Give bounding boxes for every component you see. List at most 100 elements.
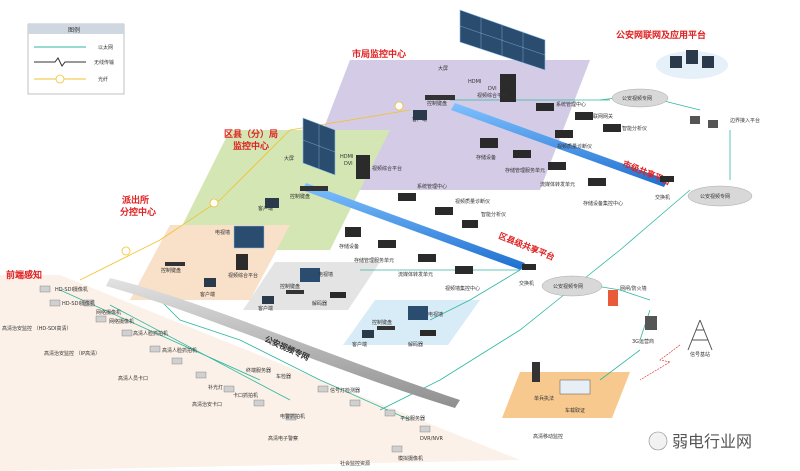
front-group-label: 社会监控资源 xyxy=(340,460,370,467)
body-camera-icon xyxy=(532,362,540,382)
firewall-label: 网闸/防火墙 xyxy=(620,285,647,292)
border-platform-label: 边界接入平台 xyxy=(730,117,760,124)
station-center-title-1: 派出所 xyxy=(122,194,149,206)
front-cam-label: 卡口抓拍机 xyxy=(233,392,258,399)
district-center-title-2: 监控中心 xyxy=(233,140,269,152)
cloud-label: 公安视频专网 xyxy=(553,283,583,290)
station2-label: 客户端 xyxy=(258,305,273,312)
watermark: 弱电行业网 xyxy=(648,431,752,451)
front-group-label: 高清治安监控 （HD-SDI高清） xyxy=(2,325,72,332)
front-cam-label: 信号灯检测器 xyxy=(330,387,360,394)
front-end-devices xyxy=(39,285,431,453)
gateway-icon xyxy=(645,316,657,330)
station2-label: 控制键盘 xyxy=(280,283,300,290)
station1-keyboard-label: 控制键盘 xyxy=(161,267,181,274)
front-cam-label: 高清人脸抓拍机 xyxy=(162,347,197,354)
station1-wall-label: 电视墙 xyxy=(215,229,230,236)
district-keyboard-label: 控制键盘 xyxy=(290,193,310,200)
front-end-zone xyxy=(0,275,520,471)
station3-label: 控制键盘 xyxy=(372,319,392,326)
mobile-zone xyxy=(502,372,630,418)
district-device-label: 存储管理服务单元 xyxy=(354,257,394,264)
station2-label: 解码器 xyxy=(312,300,327,307)
mobile-label: 单兵执法 xyxy=(534,395,554,402)
front-group-label: 高清治安监控 （IP高清） xyxy=(44,350,100,357)
city-device-label: 视频质量诊断仪 xyxy=(557,143,592,150)
firewall-icon xyxy=(608,290,618,306)
district-devices: 系统管理中心 视频质量诊断仪 智能分析仪 存储设备 存储管理服务单元 流媒体转发… xyxy=(339,183,536,292)
legend-fiber: 光纤 xyxy=(98,76,108,83)
front-cam-label: 模拟摄像机 xyxy=(398,455,423,462)
district-video-wall xyxy=(302,117,370,179)
front-cam-label: HD-SDI摄像机 xyxy=(62,300,95,307)
city-center-title: 市局监控中心 xyxy=(352,48,406,60)
wireless-legend-line xyxy=(34,57,86,67)
district-share-pipe xyxy=(302,183,525,270)
front-cam-label: HD-SDI摄像机 xyxy=(55,286,88,293)
front-cam-label: 网络摄像机 xyxy=(109,318,134,325)
station1-codec-label: 视频综合平台 xyxy=(228,272,258,279)
city-device-label: 系统管理中心 xyxy=(556,101,586,108)
police-video-network-pipe xyxy=(106,278,460,408)
station-center-title-2: 分控中心 xyxy=(120,206,156,218)
district-device-label: 视频墙集控中心 xyxy=(445,285,480,292)
district-center-title-1: 区县（分）局 xyxy=(224,128,278,140)
signal-tower-icon xyxy=(687,319,713,351)
district-device-label: 智能分析仪 xyxy=(481,211,506,218)
city-devices: 系统管理中心 联网网关 智能分析仪 存储设备 存储管理服务单元 流媒体转发单元 … xyxy=(476,101,674,207)
station2-label: 电视墙 xyxy=(318,271,333,278)
station3-label: 解码器 xyxy=(408,341,423,348)
city-device-label: 流媒体转发单元 xyxy=(540,181,575,188)
district-device-label: 存储设备 xyxy=(339,243,359,250)
district-device-label: 流媒体转发单元 xyxy=(398,271,433,278)
server-rack-icon xyxy=(356,155,370,179)
fiber-coupler-icon xyxy=(209,198,219,208)
legend-title: 图例 xyxy=(68,26,80,34)
legend-ethernet: 以太网 xyxy=(98,44,113,51)
city-wall-label: 大屏 xyxy=(438,65,448,72)
front-cam-label: 电警抓拍机 xyxy=(280,413,305,420)
city-share-pipe xyxy=(451,103,668,187)
station3-label: 客户端 xyxy=(352,341,367,348)
district-wall-label: 大屏 xyxy=(284,155,294,162)
server-rack-icon xyxy=(500,74,516,102)
front-cam-label: 补光灯 xyxy=(208,384,223,391)
cloud-label: 公安视频专网 xyxy=(700,193,730,200)
city-device-label: 存储设备 xyxy=(476,154,496,161)
district-device-label: 视频质量诊断仪 xyxy=(455,198,490,205)
wechat-icon xyxy=(648,431,668,451)
monitor-icon xyxy=(413,110,427,120)
station1-client-label: 客户端 xyxy=(200,291,215,298)
front-end-title: 前端感知 xyxy=(6,269,42,281)
fiber-coupler-icon xyxy=(121,246,131,256)
city-device-label: 存储管理服务单元 xyxy=(505,167,545,174)
monitor-icon xyxy=(265,198,279,208)
mobile-label: 车载取证 xyxy=(565,407,585,414)
station-zone-3 xyxy=(343,300,480,345)
district-codec-label: 视频综合平台 xyxy=(372,165,402,172)
legend-wireless: 无线传输 xyxy=(94,59,114,66)
front-group-label: 高清电子警察 xyxy=(268,435,298,442)
city-device-label: 联网网关 xyxy=(593,113,613,120)
front-cam-label: 终端服务器 xyxy=(246,367,271,374)
district-device-label: 交换机 xyxy=(519,280,534,287)
city-device-label: 交换机 xyxy=(655,194,670,201)
front-cam-label: 网络摄像机 xyxy=(96,309,121,316)
city-keyboard-label: 控制键盘 xyxy=(427,100,447,107)
legend-box: 图例 以太网 无线传输 光纤 xyxy=(27,23,125,95)
front-group-label: 高清人员卡口 xyxy=(118,375,148,382)
link-lines xyxy=(59,94,731,421)
station3-label: 电视墙 xyxy=(428,311,443,318)
gateway-label: 3G运营商 xyxy=(632,338,654,345)
city-hdmi-label: HDMI xyxy=(468,79,481,85)
station-3-devices xyxy=(362,306,436,338)
district-dvi-label: DVI xyxy=(344,161,353,167)
district-client-label: 客户端 xyxy=(258,205,273,212)
fiber-coupler-icon xyxy=(394,101,404,111)
police-car-icon xyxy=(559,379,591,395)
city-device-label: 存储设备集控中心 xyxy=(583,200,623,207)
front-cam-label: DVR/NVR xyxy=(420,436,444,442)
front-group-label: 高清治安卡口 xyxy=(192,401,222,408)
city-device-label: 智能分析仪 xyxy=(622,125,647,132)
